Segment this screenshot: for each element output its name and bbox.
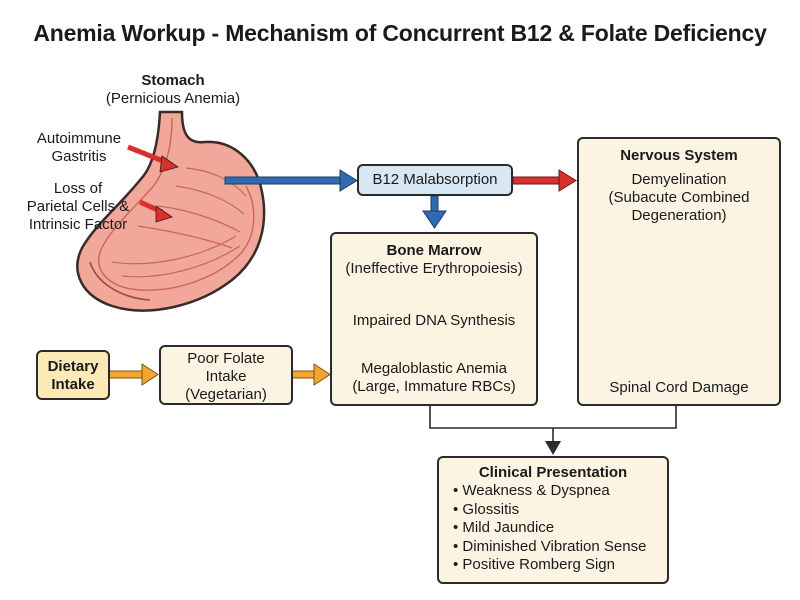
spinal-cord-damage-label: Spinal Cord Damage <box>609 379 749 396</box>
poor-folate-intake-box: Poor Folate Intake (Vegetarian) <box>159 345 293 405</box>
diagram-title: Anemia Workup - Mechanism of Concurrent … <box>33 20 767 46</box>
list-item: • Diminished Vibration Sense <box>453 537 647 555</box>
nervous-system-box: Nervous System Demyelination (Subacute C… <box>577 137 781 406</box>
list-item: • Weakness & Dyspnea <box>453 482 610 499</box>
clinical-symptom-list: • Weakness & Dyspnea • Glossitis • Mild … <box>453 482 667 575</box>
bone-marrow-title: Bone Marrow <box>386 242 482 259</box>
stomach-title: Stomach <box>141 72 205 89</box>
stomach-label: Stomach (Pernicious Anemia) <box>88 72 258 108</box>
arrow-dietary-to-folate <box>108 363 159 386</box>
list-item: • Positive Romberg Sign <box>453 556 615 573</box>
list-item: • Mild Jaundice <box>453 519 555 536</box>
nervous-line-1: Demyelination <box>631 171 727 188</box>
connector-to-clinical <box>429 405 677 455</box>
list-item: • Glossitis <box>453 500 520 518</box>
large-immature-rbcs: (Large, Immature RBCs) <box>352 378 516 395</box>
clinical-presentation-title: Clinical Presentation <box>478 464 628 481</box>
nervous-system-title: Nervous System <box>620 147 738 164</box>
clinical-presentation-box: Clinical Presentation • Weakness & Dyspn… <box>437 456 669 584</box>
arrow-b12-to-marrow <box>422 195 447 229</box>
bone-marrow-box: Bone Marrow (Ineffective Erythropoiesis)… <box>330 232 538 406</box>
nervous-line-3: Degeneration) <box>631 207 727 224</box>
cause-autoimmune-gastritis: Autoimmune Gastritis <box>36 130 122 165</box>
arrow-folate-to-marrow <box>291 363 331 386</box>
bone-marrow-subtitle: (Ineffective Erythropoiesis) <box>345 260 523 277</box>
cause-arrow-parietal <box>138 199 173 223</box>
impaired-dna-synthesis: Impaired DNA Synthesis <box>352 312 516 329</box>
dietary-intake-box: Dietary Intake <box>36 350 110 400</box>
megaloblastic-anemia: Megaloblastic Anemia <box>361 360 507 377</box>
nervous-line-2: (Subacute Combined <box>608 189 750 206</box>
stomach-subtitle: (Pernicious Anemia) <box>105 90 241 107</box>
arrow-stomach-to-b12 <box>224 169 358 192</box>
arrow-b12-to-nervous <box>512 169 577 192</box>
stomach-illustration <box>76 110 266 312</box>
b12-malabsorption-box: B12 Malabsorption <box>357 164 513 196</box>
cause-arrow-autoimmune <box>127 144 179 173</box>
cause-loss-of-parietal-cells: Loss of Parietal Cells & Intrinsic Facto… <box>26 180 130 233</box>
